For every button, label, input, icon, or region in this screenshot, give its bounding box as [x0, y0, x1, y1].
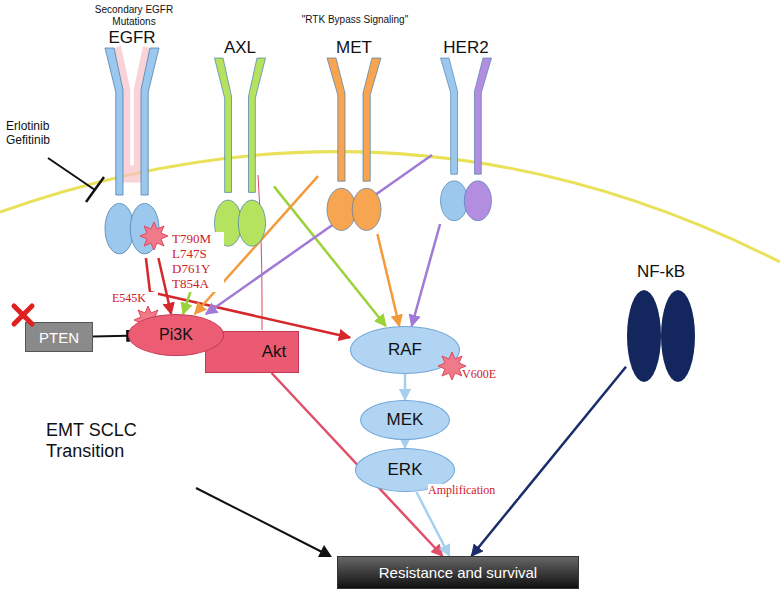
receptor-shape — [96, 48, 168, 258]
annotation-label: Amplification — [428, 484, 518, 498]
mutation-star — [140, 222, 168, 250]
annotation-label: "RTK Bypass Signaling" — [290, 14, 420, 26]
emt-arrow — [196, 488, 322, 552]
thin-link-line — [258, 175, 262, 330]
receptor: EGFR — [96, 28, 168, 258]
node-label: MEK — [387, 410, 424, 430]
signal-arrow — [158, 258, 171, 314]
signal-arrow — [377, 234, 399, 326]
receptor-shape — [432, 58, 500, 224]
node-label: Resistance and survival — [379, 564, 537, 581]
protein-ellipse: RAF — [350, 326, 460, 374]
node-label: EGFR — [96, 28, 168, 48]
receptor: HER2 — [432, 38, 500, 224]
node-label: HER2 — [432, 38, 500, 58]
annotation-label: Erlotinib Gefitinib — [6, 120, 68, 148]
inhibition-line — [48, 158, 95, 190]
inhibition-connector — [93, 335, 128, 338]
annotation-label: EMT SCLC Transition — [46, 420, 186, 461]
signal-arrow — [404, 440, 407, 448]
inhibition-bar — [86, 177, 104, 202]
red-x — [14, 306, 32, 324]
protein-box: NF-kB — [626, 262, 696, 386]
signal-arrow — [472, 367, 627, 556]
signal-arrow — [404, 374, 407, 400]
protein-box: PTEN — [25, 322, 93, 352]
node-label: AXL — [206, 38, 274, 58]
node-label: Pi3K — [159, 326, 193, 344]
annotation-label: V600E — [462, 368, 512, 382]
protein-ellipse: MEK — [360, 400, 450, 440]
node-label: RAF — [388, 340, 422, 360]
annotation-label: T790M L747S D761Y T854A — [172, 232, 224, 292]
nfkb-dimer — [626, 288, 696, 384]
signal-arrow — [416, 492, 449, 556]
node-label: MET — [318, 38, 390, 58]
node-label: ERK — [388, 460, 423, 480]
signal-arrow — [206, 155, 432, 314]
annotation-label: Secondary EGFR Mutations — [88, 4, 180, 27]
node-label: Akt — [262, 342, 287, 362]
protein-box: Resistance and survival — [337, 556, 579, 589]
annotation-label: E545K — [112, 292, 158, 306]
mutation-star — [134, 306, 162, 334]
signal-arrow — [412, 224, 440, 326]
receptor: AXL — [206, 38, 274, 250]
receptor-shape — [206, 58, 274, 250]
receptor-shape — [318, 58, 390, 234]
node-label: PTEN — [39, 329, 79, 346]
protein-ellipse: Pi3K — [128, 314, 224, 356]
emt-arrowhead — [318, 545, 332, 557]
receptor: MET — [318, 38, 390, 234]
node-label: NF-kB — [626, 262, 696, 282]
